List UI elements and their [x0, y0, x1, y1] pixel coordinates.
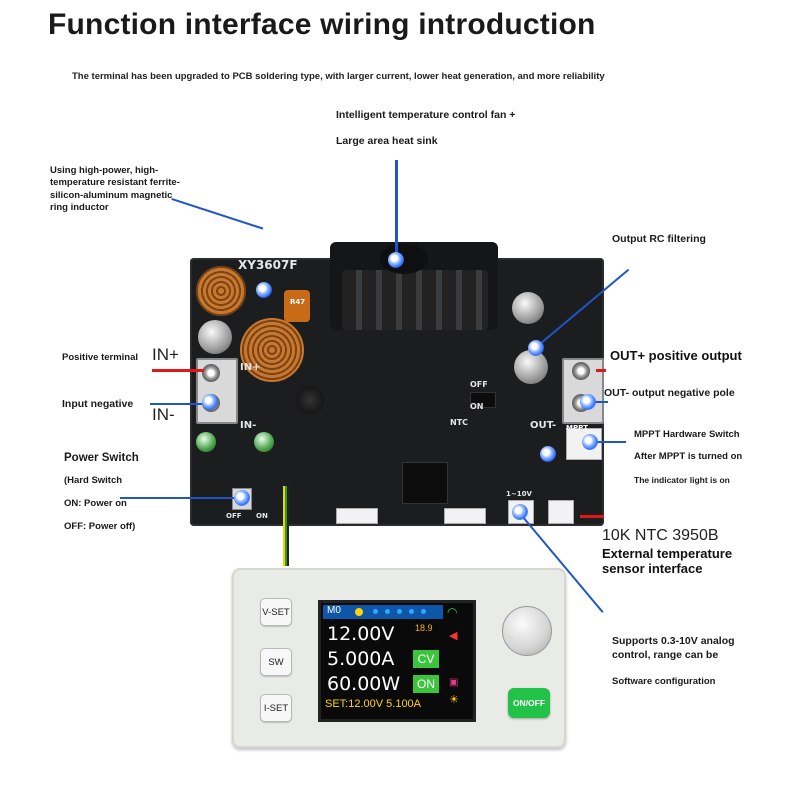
lock-icon: ▣	[449, 677, 459, 688]
silk-out-minus: OUT-	[530, 420, 557, 431]
ntc-connector	[548, 500, 574, 524]
cv-badge: CV	[413, 650, 439, 668]
output-capacitor-1	[512, 292, 544, 324]
in-plus-wire	[152, 369, 204, 372]
out-plus-screw	[572, 362, 590, 380]
label-hard-switch: (Hard Switch	[64, 475, 123, 486]
mode-label: M0	[327, 605, 341, 616]
label-output-rc: Output RC filtering	[612, 233, 706, 245]
label-out-minus: OUT- output negative pole	[604, 387, 735, 399]
label-mppt-switch: MPPT Hardware Switch	[634, 429, 740, 440]
label-software: Software configuration	[612, 676, 716, 687]
cable	[283, 486, 289, 566]
output-capacitor-2	[514, 350, 548, 384]
vset-button[interactable]: V-SET	[260, 598, 292, 626]
small-capacitor-2	[254, 432, 274, 452]
silk-in-minus: IN-	[240, 420, 257, 431]
connector-1	[336, 508, 378, 524]
label-positive-terminal: Positive terminal	[62, 352, 139, 363]
in-minus-dot	[202, 394, 218, 410]
inductor-coil	[196, 266, 246, 316]
out-minus-dot	[580, 394, 596, 410]
small-capacitor-1	[196, 432, 216, 452]
lcd-screen: M0 ◠ 12.00V 18.9 ◀ 5.000A CV 60.00W ON ▣…	[318, 600, 476, 722]
switch-dot	[234, 490, 250, 506]
rc-dot	[528, 340, 544, 356]
silk-in-plus: IN+	[240, 362, 261, 373]
current-readout: 5.000A	[327, 648, 395, 670]
mppt-indicator-dot	[540, 446, 556, 462]
label-analog-1: Supports 0.3-10V analog	[612, 635, 735, 647]
label-analog-2: control, range can be	[612, 649, 719, 661]
inductor-coil-large	[240, 318, 304, 382]
rotary-knob[interactable]	[502, 606, 552, 656]
status-dot	[385, 609, 390, 614]
connector-2	[444, 508, 486, 524]
fan-leader	[395, 160, 398, 260]
page-subtitle: The terminal has been upgraded to PCB so…	[72, 71, 605, 82]
mppt-dot	[582, 434, 598, 450]
switch-leader	[120, 497, 240, 499]
label-input-negative: Input negative	[62, 398, 134, 410]
on-badge: ON	[413, 675, 439, 693]
silk-off2: OFF	[226, 512, 242, 520]
label-mppt-on: After MPPT is turned on	[634, 451, 743, 462]
silk-range: 1~10V	[506, 490, 532, 498]
sun-icon: ☀	[449, 694, 459, 706]
label-in-minus: IN-	[152, 405, 175, 424]
sw-button[interactable]: SW	[260, 648, 292, 676]
status-dot	[355, 608, 363, 616]
label-power-switch: Power Switch	[64, 452, 139, 464]
voltage-readout: 12.00V	[327, 623, 395, 645]
silk-on: ON	[470, 402, 484, 411]
out-plus-wire	[596, 369, 606, 372]
silk-on2: ON	[256, 512, 268, 520]
in-plus-screw	[202, 364, 220, 382]
tantalum-capacitor	[284, 290, 310, 322]
label-fan-2: Large area heat sink	[336, 135, 438, 147]
label-power-off: OFF: Power off)	[64, 521, 136, 532]
fan-dot	[388, 252, 404, 268]
capacitor-marking: R47	[290, 298, 306, 306]
label-out-plus: OUT+ positive output	[610, 348, 742, 363]
label-ntc: 10K NTC 3950B	[602, 527, 719, 544]
status-dot	[397, 609, 402, 614]
board-model-label: XY3607F	[238, 258, 298, 272]
label-fan-1: Intelligent temperature control fan +	[336, 109, 516, 121]
label-ext-temp-1: External temperature	[602, 546, 733, 561]
wifi-icon: ◠	[447, 605, 458, 619]
label-indicator: The indicator light is on	[634, 475, 730, 485]
label-power-on: ON: Power on	[64, 498, 127, 509]
temp-readout: 18.9	[415, 623, 433, 633]
input-capacitor	[198, 320, 232, 354]
label-ext-temp-2: sensor interface	[602, 561, 703, 576]
label-in-plus: IN+	[152, 345, 179, 364]
status-dot	[421, 609, 426, 614]
out-minus-leader	[592, 401, 608, 403]
page-title: Function interface wiring introduction	[48, 8, 596, 41]
analog-dot	[512, 504, 528, 520]
iset-button[interactable]: I-SET	[260, 694, 292, 722]
in-minus-leader	[150, 403, 212, 405]
onoff-button[interactable]: ON/OFF	[508, 688, 550, 718]
main-chip	[402, 462, 448, 504]
silk-off: OFF	[470, 380, 488, 389]
screen-header-bar	[323, 605, 443, 619]
mppt-leader	[592, 441, 626, 443]
label-inductor: Using high-power, high-temperature resis…	[50, 165, 180, 214]
status-dot	[409, 609, 414, 614]
set-readout: SET:12.00V 5.100A	[325, 698, 422, 710]
speaker-icon: ◀	[449, 630, 458, 642]
silk-mppt: MPPT	[566, 424, 589, 432]
ntc-wire	[580, 515, 604, 518]
heat-sink	[342, 270, 488, 330]
power-readout: 60.00W	[327, 673, 401, 695]
buzzer	[296, 386, 324, 414]
inductor-dot	[256, 282, 272, 298]
small-chip	[470, 392, 496, 408]
status-dot	[373, 609, 378, 614]
silk-ntc: NTC	[450, 418, 469, 427]
